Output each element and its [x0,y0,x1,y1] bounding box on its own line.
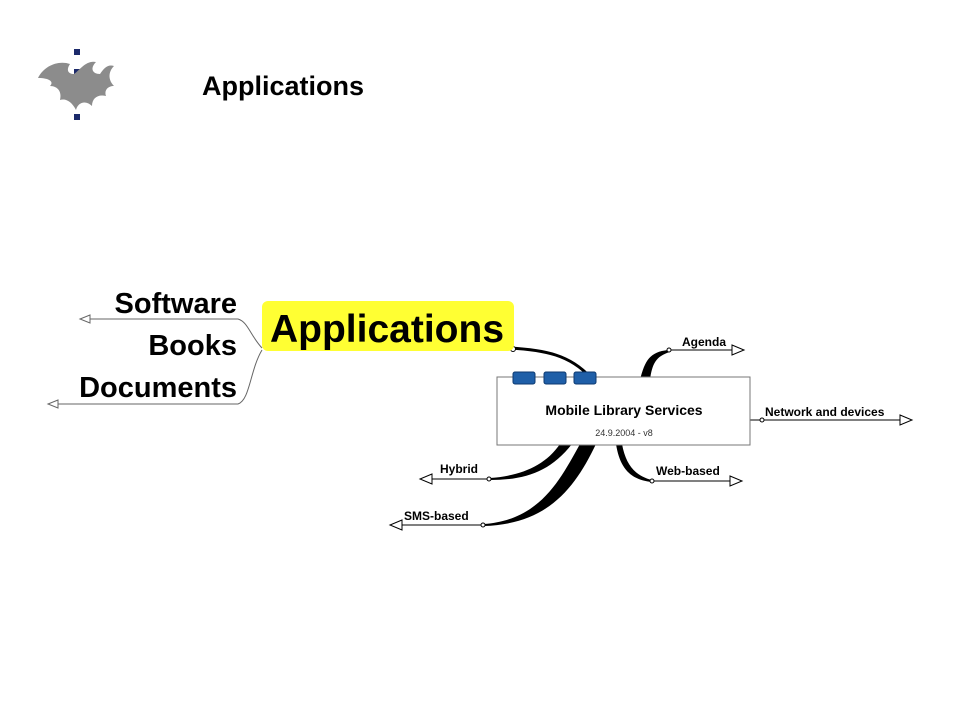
network-label: Network and devices [765,405,885,419]
connector-applications [509,346,592,379]
arrow-network [899,414,914,426]
documents-node-label: Documents [79,372,237,404]
software-node-label: Software [115,288,237,320]
logo-dot [74,49,80,55]
central-topic-subtitle: 24.9.2004 - v8 [595,428,653,438]
books-node-label: Books [148,330,237,362]
central-tab-icon [512,371,536,385]
branch-web-stem [616,444,652,482]
arrow-sms [388,519,403,531]
branch-hybrid-stem [490,444,572,480]
connector-dot [480,522,486,528]
page-title: Applications [202,71,365,101]
hybrid-label: Hybrid [440,462,478,476]
arrow-software [78,314,91,324]
connector-dot [486,476,492,482]
logo-flame [38,61,114,110]
applications-node-label: Applications [270,308,504,351]
arrow-agenda [731,344,746,356]
sms-label: SMS-based [404,509,469,523]
connector-dot [666,347,672,353]
central-topic-title: Mobile Library Services [545,402,702,418]
connector-dot [649,478,655,484]
web-label: Web-based [656,464,720,478]
connector-software [90,318,263,349]
central-tab-icon [573,371,597,385]
university-logo-icon [38,49,114,120]
logo-dot [74,114,80,120]
connector-documents [58,349,263,405]
arrow-hybrid [418,473,433,485]
connector-dot [759,417,765,423]
arrow-web [729,475,744,487]
agenda-label: Agenda [682,335,726,349]
central-topic-box [496,376,751,446]
central-tab-icon [543,371,567,385]
branch-agenda-stem [640,350,670,380]
branch-sms-stem [484,444,596,526]
arrow-documents [46,399,59,409]
applications-highlight [262,301,514,351]
